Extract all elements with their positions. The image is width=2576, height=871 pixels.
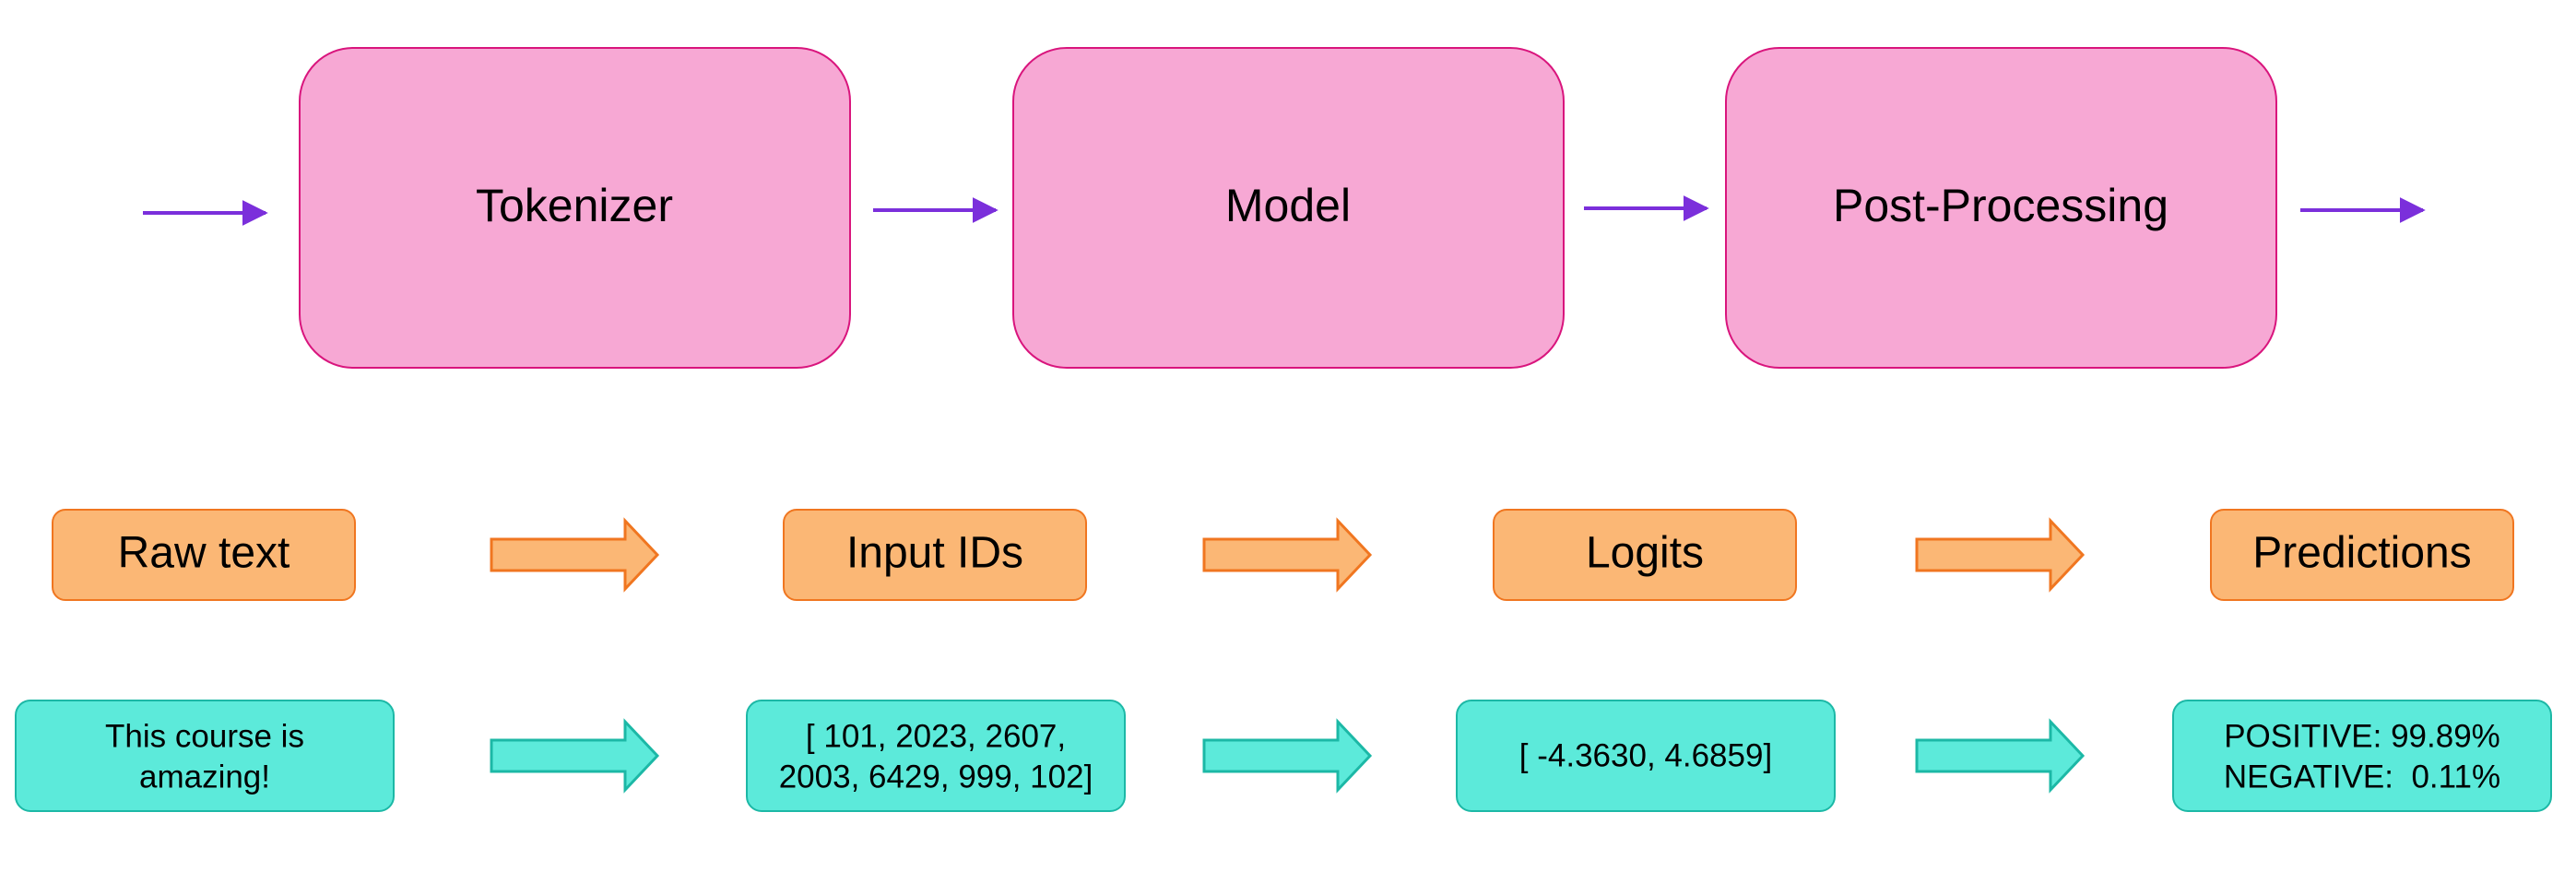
logits-value-box: [ -4.3630, 4.6859] xyxy=(1456,700,1836,812)
logits-value-line-1: [ -4.3630, 4.6859] xyxy=(1519,737,1772,773)
tokenizer-stage: Tokenizer xyxy=(299,47,851,369)
block-arrow-teal-3 xyxy=(1915,718,2086,794)
block-arrow-orange-1 xyxy=(490,517,660,593)
raw-text-box: Raw text xyxy=(52,509,356,601)
predictions-value-line-1: POSITIVE: 99.89% xyxy=(2224,718,2500,754)
postprocessing-label: Post-Processing xyxy=(1833,180,2168,231)
block-arrow-teal-1 xyxy=(490,718,660,794)
predictions-box: Predictions xyxy=(2210,509,2514,601)
input-ids-value-box: [ 101, 2023, 2607, 2003, 6429, 999, 102] xyxy=(746,700,1126,812)
block-arrow-orange-2 xyxy=(1202,517,1373,593)
predictions-value-line-2: NEGATIVE: 0.11% xyxy=(2224,759,2500,794)
postprocessing-stage: Post-Processing xyxy=(1725,47,2277,369)
input-ids-value-line-2: 2003, 6429, 999, 102] xyxy=(779,759,1093,794)
logits-box: Logits xyxy=(1493,509,1797,601)
input-ids-box: Input IDs xyxy=(783,509,1087,601)
raw-text-value-box: This course is amazing! xyxy=(15,700,395,812)
model-stage: Model xyxy=(1012,47,1565,369)
predictions-value-box: POSITIVE: 99.89% NEGATIVE: 0.11% xyxy=(2172,700,2552,812)
input-ids-value-line-1: [ 101, 2023, 2607, xyxy=(806,718,1066,754)
predictions-label: Predictions xyxy=(2252,529,2471,578)
raw-text-value-line-2: amazing! xyxy=(139,759,270,794)
model-label: Model xyxy=(1225,180,1351,231)
block-arrow-orange-3 xyxy=(1915,517,2086,593)
block-arrow-teal-2 xyxy=(1202,718,1373,794)
input-ids-label: Input IDs xyxy=(846,529,1023,578)
raw-text-value-line-1: This course is xyxy=(105,718,304,754)
tokenizer-label: Tokenizer xyxy=(476,180,673,231)
raw-text-label: Raw text xyxy=(118,529,290,578)
logits-label: Logits xyxy=(1586,529,1704,578)
